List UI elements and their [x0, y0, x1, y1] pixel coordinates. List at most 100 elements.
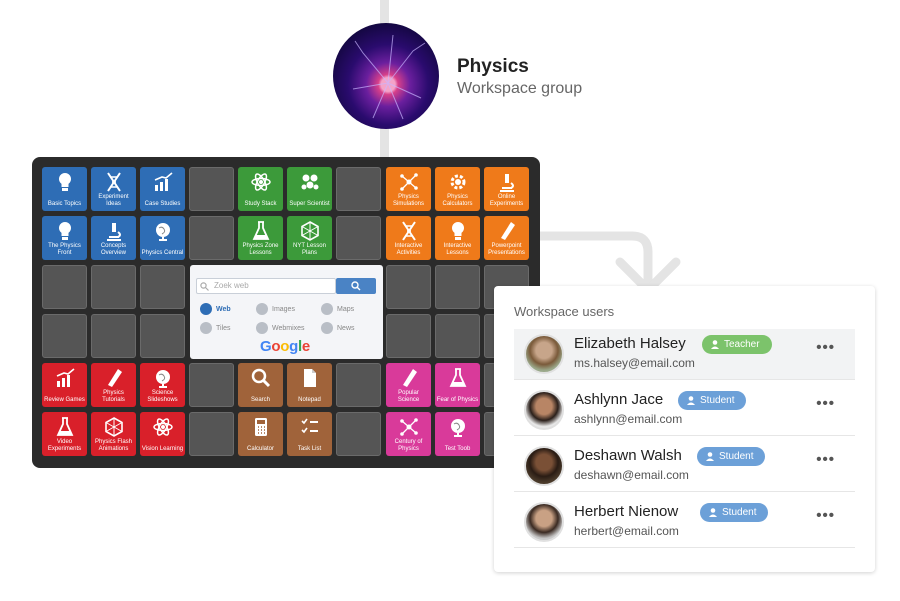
tile-online-experiments[interactable]: Online Experiments: [484, 167, 529, 211]
tile-the-physics-front[interactable]: The Physics Front: [42, 216, 87, 260]
tile-task-list[interactable]: Task List: [287, 412, 332, 456]
tile-concepts-overview[interactable]: Concepts Overview: [91, 216, 136, 260]
more-options-button[interactable]: •••: [816, 507, 835, 524]
tile-notepad[interactable]: Notepad: [287, 363, 332, 407]
more-options-button[interactable]: •••: [816, 395, 835, 412]
tile-physics-tutorials[interactable]: Physics Tutorials: [91, 363, 136, 407]
avatar: [524, 390, 564, 430]
tile-popular-science[interactable]: Popular Science: [386, 363, 431, 407]
globe-icon: [435, 416, 480, 438]
tile-label: Popular Science: [397, 390, 420, 403]
tile-science-slideshows[interactable]: Science Slideshows: [140, 363, 185, 407]
tile-label: Powerpoint Presentations: [488, 243, 525, 256]
empty-tile[interactable]: [435, 265, 480, 309]
web-icon: [200, 303, 212, 315]
empty-tile[interactable]: [140, 314, 185, 358]
camera-icon: [256, 303, 268, 315]
tile-label: Physics Flash Animations: [94, 439, 132, 452]
tile-study-stack[interactable]: Study Stack: [238, 167, 283, 211]
empty-tile[interactable]: [140, 265, 185, 309]
search-option-maps[interactable]: Maps: [321, 303, 354, 315]
tile-powerpoint-presentations[interactable]: Powerpoint Presentations: [484, 216, 529, 260]
search-input[interactable]: Zoek web: [196, 278, 336, 294]
user-row[interactable]: Elizabeth Halsey ms.halsey@email.com Tea…: [514, 329, 855, 380]
tile-test-toob[interactable]: Test Toob: [435, 412, 480, 456]
plasma-ball-image: [352, 34, 426, 120]
network-icon: [386, 416, 431, 438]
empty-tile[interactable]: [336, 216, 381, 260]
tile-fear-of-physics[interactable]: Fear of Physics: [435, 363, 480, 407]
globe-icon: [140, 220, 185, 242]
person-icon: [706, 452, 714, 461]
tile-experiment-ideas[interactable]: Experiment Ideas: [91, 167, 136, 211]
tile-nyt-lesson-plans[interactable]: NYT Lesson Plans: [287, 216, 332, 260]
empty-tile[interactable]: [42, 314, 87, 358]
tile-label: Science Slideshows: [147, 390, 178, 403]
workspace-users-panel: Workspace users Elizabeth Halsey ms.hals…: [494, 286, 875, 572]
tile-search[interactable]: Search: [238, 363, 283, 407]
empty-tile[interactable]: [189, 412, 234, 456]
tile-physics-simulations[interactable]: Physics Simulations: [386, 167, 431, 211]
tile-super-scientist[interactable]: Super Scientist: [287, 167, 332, 211]
document-icon: [287, 367, 332, 389]
role-badge: Student: [697, 447, 766, 466]
user-email: deshawn@email.com: [574, 468, 689, 482]
empty-tile[interactable]: [189, 363, 234, 407]
empty-tile[interactable]: [386, 314, 431, 358]
tile-label: Physics Zone Lessons: [242, 243, 279, 256]
tile-label: Interactive Lessons: [443, 243, 472, 256]
empty-tile[interactable]: [189, 167, 234, 211]
network-icon: [386, 171, 431, 193]
tile-interactive-lessons[interactable]: Interactive Lessons: [435, 216, 480, 260]
molecule-icon: [287, 171, 332, 193]
user-row[interactable]: Herbert Nienow herbert@email.com Student…: [514, 497, 855, 548]
tile-physics-flash-animations[interactable]: Physics Flash Animations: [91, 412, 136, 456]
search-option-webmixes[interactable]: Webmixes: [256, 322, 305, 334]
tile-interactive-activities[interactable]: Interactive Activities: [386, 216, 431, 260]
tile-basic-topics[interactable]: Basic Topics: [42, 167, 87, 211]
user-row[interactable]: Ashlynn Jace ashlynn@email.com Student •…: [514, 385, 855, 436]
search-option-images[interactable]: Images: [256, 303, 295, 315]
user-name: Deshawn Walsh: [574, 447, 682, 464]
empty-tile[interactable]: [42, 265, 87, 309]
empty-tile[interactable]: [386, 265, 431, 309]
user-row[interactable]: Deshawn Walsh deshawn@email.com Student …: [514, 441, 855, 492]
tile-review-games[interactable]: Review Games: [42, 363, 87, 407]
bar-chart-icon: [42, 367, 87, 389]
more-options-button[interactable]: •••: [816, 339, 835, 356]
tile-physics-zone-lessons[interactable]: Physics Zone Lessons: [238, 216, 283, 260]
empty-tile[interactable]: [435, 314, 480, 358]
user-name: Ashlynn Jace: [574, 391, 664, 408]
tile-case-studies[interactable]: Case Studies: [140, 167, 185, 211]
more-options-button[interactable]: •••: [816, 451, 835, 468]
empty-tile[interactable]: [189, 216, 234, 260]
search-option-web[interactable]: Web: [200, 303, 231, 315]
tile-label: Review Games: [44, 397, 85, 403]
checklist-icon: [287, 416, 332, 438]
search-option-tiles[interactable]: Tiles: [200, 322, 231, 334]
empty-tile[interactable]: [336, 363, 381, 407]
role-badge: Teacher: [702, 335, 772, 354]
empty-tile[interactable]: [336, 412, 381, 456]
webmix-icon: [256, 322, 268, 334]
user-email: ashlynn@email.com: [574, 412, 683, 426]
tile-vision-learning[interactable]: Vision Learning: [140, 412, 185, 456]
tile-century-of-physics[interactable]: Century of Physics: [386, 412, 431, 456]
tile-label: Online Experiments: [489, 194, 524, 207]
empty-tile[interactable]: [91, 314, 136, 358]
empty-tile[interactable]: [336, 167, 381, 211]
group-title: Physics: [457, 56, 529, 77]
tile-video-experiments[interactable]: Video Experiments: [42, 412, 87, 456]
user-name: Elizabeth Halsey: [574, 335, 686, 352]
tile-label: Super Scientist: [289, 201, 330, 207]
empty-tile[interactable]: [91, 265, 136, 309]
search-button[interactable]: [336, 278, 376, 294]
tile-label: Task List: [297, 446, 322, 452]
tile-physics-calculators[interactable]: Physics Calculators: [435, 167, 480, 211]
tile-calculator[interactable]: Calculator: [238, 412, 283, 456]
news-icon: [321, 322, 333, 334]
person-icon: [709, 508, 717, 517]
pencil-icon: [386, 367, 431, 389]
search-option-news[interactable]: News: [321, 322, 355, 334]
tile-physics-central[interactable]: Physics Central: [140, 216, 185, 260]
